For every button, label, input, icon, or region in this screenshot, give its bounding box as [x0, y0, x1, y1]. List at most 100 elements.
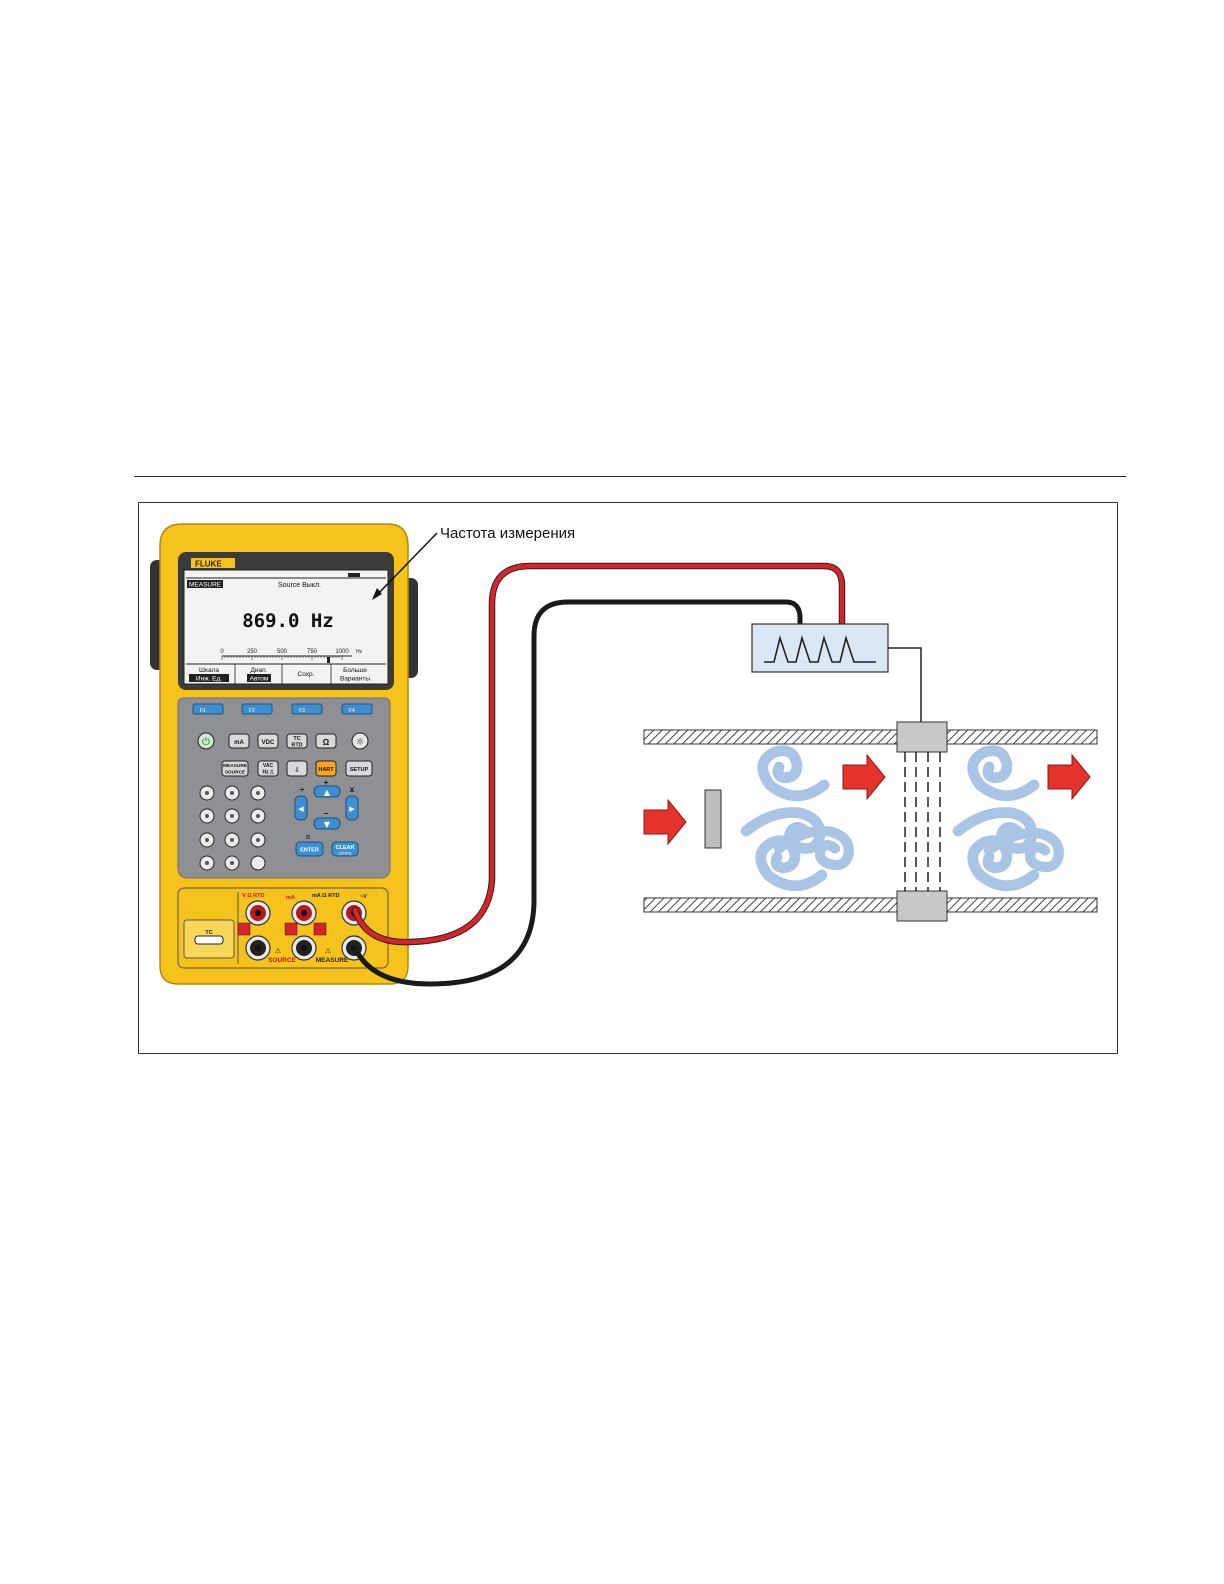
jack-label-measure: MEASURE: [316, 957, 349, 964]
jack-rating-label: [237, 922, 251, 936]
source-key-label: SOURCE: [225, 770, 246, 776]
numeric-key-glyph: [205, 838, 209, 842]
jack-hole: [255, 910, 261, 916]
hart-key[interactable]: [315, 760, 337, 777]
ma-key[interactable]: [228, 733, 250, 749]
vac-hz-key[interactable]: [257, 760, 279, 777]
vortex-street: [740, 745, 1064, 892]
minus-label: −: [324, 809, 329, 818]
sensor-upper: [896, 721, 948, 753]
backlight-icon: ☼: [356, 737, 365, 748]
jack-rating-label: [284, 922, 298, 936]
lcd-screen: [183, 569, 389, 685]
lcd-scale-tick-label: 250: [247, 649, 258, 655]
vdc-key-label: VDC: [262, 740, 275, 746]
jack-rating-label: [313, 922, 327, 936]
vdc-key[interactable]: [257, 733, 279, 749]
down-arrow-icon: ▼: [324, 820, 331, 829]
setup-key[interactable]: [345, 760, 373, 777]
pipe-lower-wall: [643, 897, 1098, 913]
figure-frame: [138, 502, 1118, 1054]
measure-source-key[interactable]: [221, 760, 249, 777]
numeric-key-glyph: [205, 814, 209, 818]
up-arrow-key[interactable]: [313, 785, 341, 798]
plus-label: +: [324, 778, 329, 787]
tc-slot: [194, 935, 224, 945]
vortex-swirl: [740, 807, 826, 854]
f3-key[interactable]: [291, 703, 323, 715]
jack-label-ma: mA: [286, 895, 295, 901]
flow-arrow-inlet: [643, 798, 687, 846]
lcd-mode-bg: [187, 580, 223, 588]
jack-label-v: ~V: [360, 894, 367, 900]
numeric-key-glyph: [230, 814, 234, 818]
lcd-softkey-top-4: Больше: [343, 667, 367, 674]
clear-key[interactable]: [331, 841, 359, 857]
hart-key-label: HART: [318, 767, 334, 773]
ohm-key[interactable]: [315, 733, 337, 749]
lcd-softkey-top-1: Шкала: [199, 667, 219, 674]
lcd-scale-tick-label: 0: [220, 649, 224, 655]
ultrasonic-beams: [904, 752, 941, 891]
lcd-softkey-top-2: Диап.: [251, 667, 268, 674]
page-rule: [134, 476, 1126, 477]
numeric-key-glyph: [256, 791, 260, 795]
lcd-scale-tick-label: 500: [277, 649, 288, 655]
vortex-swirl: [952, 807, 1038, 854]
callout-label: Частота измерения: [440, 525, 575, 542]
f3-key-label: F3: [299, 708, 305, 714]
lcd-reading: 869.0 Hz: [242, 610, 334, 632]
enter-key-label: ENTER: [300, 848, 319, 854]
flow-arrows: [643, 753, 1091, 846]
setup-key-label: SETUP: [350, 767, 369, 773]
flow-arrow-outlet: [1047, 753, 1091, 801]
right-arrow-key[interactable]: [345, 795, 359, 821]
clear-key-label: CLEAR: [336, 845, 355, 851]
pressure-key[interactable]: [286, 760, 308, 777]
lcd-softkey-bottom-3: Сохр.: [298, 671, 315, 678]
numeric-key-glyph: [205, 791, 209, 795]
power-icon: ⏻: [202, 737, 210, 748]
enter-key[interactable]: [295, 841, 324, 857]
warning-icon-source: ⚠: [275, 947, 282, 955]
callout-arrowhead: [372, 588, 382, 600]
lcd-scale-tick-label: 750: [307, 649, 318, 655]
f4-key[interactable]: [341, 703, 373, 715]
flow-arrow-middle: [842, 753, 886, 801]
power-button[interactable]: [197, 732, 215, 750]
numeric-keypad: [199, 785, 266, 871]
tc-rtd-key[interactable]: [286, 733, 308, 749]
numeric-key[interactable]: [250, 855, 266, 871]
numeric-key-glyph: [205, 861, 209, 865]
up-arrow-icon: ▲: [324, 788, 331, 797]
numeric-key-glyph: [256, 814, 260, 818]
measure-key-label: MEASURE: [223, 763, 248, 769]
numeric-key-glyph: [256, 838, 260, 842]
lcd-mode: MEASURE: [189, 582, 222, 589]
left-arrow-key[interactable]: [294, 795, 308, 821]
vortex-swirl: [983, 827, 1064, 873]
f2-key[interactable]: [241, 703, 273, 715]
jack-label-ma-rtd: mA Ω RTD: [312, 893, 339, 899]
down-arrow-key[interactable]: [313, 817, 341, 830]
jack-label-source: SOURCE: [268, 957, 296, 964]
f1-key[interactable]: [192, 703, 224, 715]
pipe-upper-wall: [643, 729, 1098, 745]
divide-label: ÷: [300, 785, 305, 794]
right-arrow-icon: ▶: [349, 805, 355, 813]
vortex-swirl: [773, 825, 854, 871]
f2-key-label: F2: [249, 708, 255, 714]
brand-logo: FLUKE: [195, 560, 222, 569]
rtd-key-label: RTD: [291, 743, 302, 749]
vac-key-label: VAC: [263, 763, 274, 769]
hz-key-label: Hz ⎍: [262, 770, 274, 776]
lcd-pointer: [327, 657, 330, 663]
jack-hole: [301, 910, 307, 916]
pipe: [643, 721, 1098, 922]
backlight-button[interactable]: [351, 732, 369, 750]
left-arrow-icon: ◀: [298, 805, 304, 813]
ohm-key-label: Ω: [323, 738, 330, 747]
lcd-softkey-highlight: [189, 674, 229, 682]
